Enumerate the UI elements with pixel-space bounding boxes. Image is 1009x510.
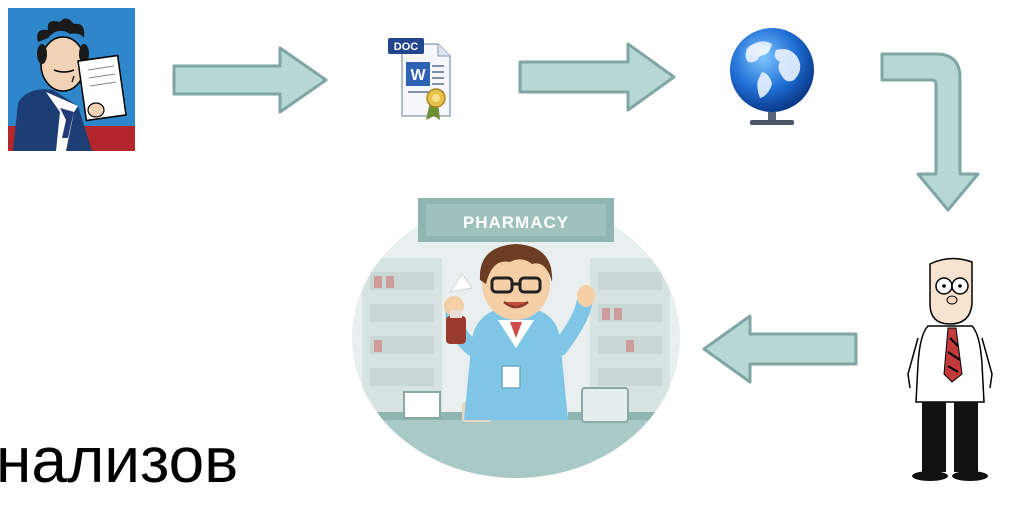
doctor-node bbox=[8, 8, 135, 151]
flow-arrow-bent-down bbox=[880, 52, 980, 212]
patient-node bbox=[900, 254, 1000, 482]
flow-arrow-right bbox=[172, 46, 328, 114]
pharmacist-icon: PHARMACY bbox=[352, 198, 680, 478]
pharmacy-sign-label: PHARMACY bbox=[463, 213, 569, 232]
caption-text: нализов bbox=[0, 424, 239, 496]
patient-icon bbox=[907, 257, 993, 481]
flow-arrow-left bbox=[702, 314, 858, 384]
pharmacy-node: PHARMACY bbox=[352, 188, 680, 478]
word-document-certificate-icon: DOC W bbox=[388, 38, 451, 120]
flow-arrow-right bbox=[518, 42, 676, 112]
word-logo-letter: W bbox=[410, 67, 426, 84]
globe-icon bbox=[730, 28, 814, 125]
doctor-reading-prescription-icon bbox=[8, 8, 135, 151]
network-node bbox=[720, 24, 824, 128]
document-node: DOC W bbox=[388, 36, 458, 122]
doc-badge-label: DOC bbox=[394, 41, 419, 53]
